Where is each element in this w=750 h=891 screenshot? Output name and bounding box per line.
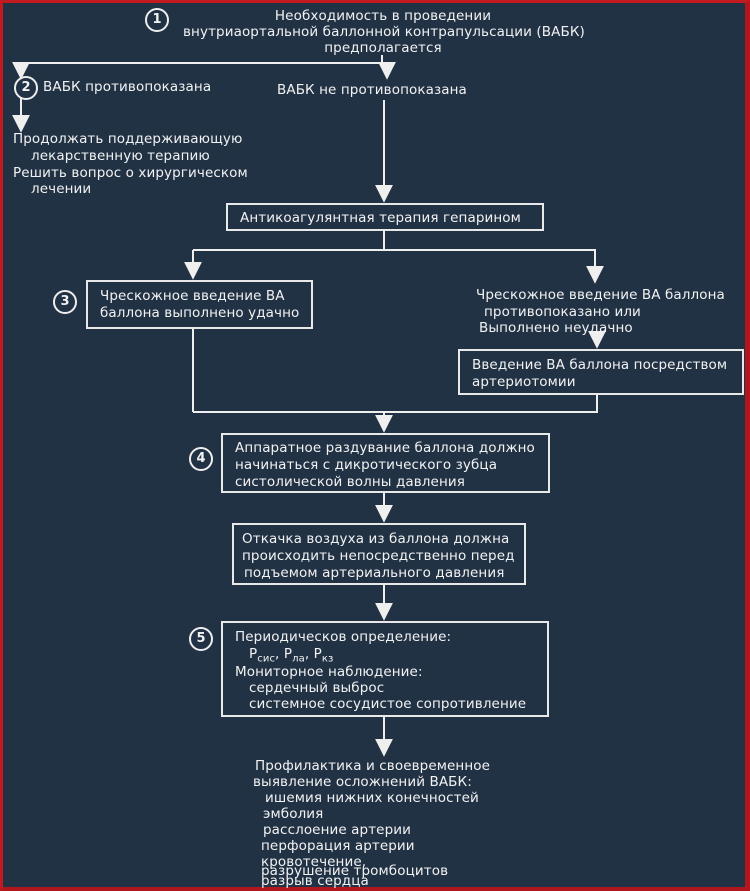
- prevention-line-1: Профилактика и своевременное: [255, 758, 491, 774]
- complication-item: расслоение артерии: [263, 822, 412, 838]
- complication-item: перфорация артерии: [261, 838, 415, 854]
- monitoring-line-5: системное сосудистое сопротивление: [249, 696, 527, 712]
- inflation-line-2: начинаться с дикротического зубца: [235, 457, 498, 473]
- perc-ok-line-1: Чрескожное введение ВА: [100, 288, 285, 304]
- continue-therapy-line-1: Продолжать поддерживающую: [13, 131, 243, 147]
- complication-item: эмболия: [263, 806, 324, 822]
- perc-ok-box: Чрескожное введение ВА баллона выполнено…: [86, 280, 313, 329]
- inflation-line-1: Аппаратное раздувание баллона должно: [235, 440, 535, 456]
- flowchart: 1 Необходимость в проведении внутриаорта…: [3, 3, 745, 889]
- arteriotomy-line-1: Введение ВА баллона посредством: [472, 357, 728, 373]
- monitoring-line-3: Мониторное наблюдение:: [235, 664, 423, 680]
- deflation-line-3: подъемом артериального давления: [244, 565, 505, 581]
- continue-therapy-line-2: лекарственную терапию: [31, 148, 210, 164]
- pressure-list: Pсис, Pла, Pкз: [249, 646, 334, 665]
- deflation-line-1: Откачка воздуха из баллона должна: [242, 531, 510, 547]
- inflation-box: Аппаратное раздувание баллона должно нач…: [221, 433, 550, 493]
- step-3-marker: 3: [53, 290, 77, 314]
- deflation-line-2: происходить непосредственно перед: [242, 548, 515, 564]
- monitoring-line-4: сердечный выброс: [249, 680, 385, 696]
- inflation-line-3: систолической волны давления: [235, 474, 465, 490]
- complication-item: разрыв сердца: [261, 873, 369, 889]
- complication-item: ишемия нижних конечностей: [265, 790, 479, 806]
- perc-ok-line-2: баллона выполнено удачно: [100, 305, 300, 321]
- top-line-2: внутриаортальной баллонной контрапульсац…: [183, 24, 585, 40]
- arteriotomy-line-2: артериотомии: [472, 374, 576, 390]
- deflation-box: Откачка воздуха из баллона должна происх…: [232, 523, 526, 585]
- contraindicated-title: ВАБК противопоказана: [43, 79, 212, 95]
- perc-fail-line-1: Чрескожное введение ВА баллона: [476, 287, 725, 303]
- complication-item: разрушение тромбоцитов: [261, 863, 449, 879]
- monitoring-box: Периодическов определение: Pсис, Pла, Pк…: [221, 621, 549, 717]
- top-line-1: Необходимость в проведении: [274, 8, 492, 24]
- prevention-line-2: выявление осложнений ВАБК:: [253, 774, 472, 790]
- not-contraindicated-title: ВАБК не противопоказана: [277, 82, 467, 98]
- surgery-line-2: лечении: [31, 181, 92, 197]
- arteriotomy-box: Введение ВА баллона посредством артериот…: [458, 349, 744, 395]
- heparin-box: Антикоагулянтная терапия гепарином: [226, 203, 544, 231]
- connector-lines: [12, 55, 606, 757]
- step-2-marker: 2: [14, 76, 38, 100]
- step-4-marker: 4: [189, 447, 213, 471]
- surgery-line-1: Решить вопрос о хирургическом: [13, 165, 248, 181]
- complication-item: кровотечение,: [261, 854, 367, 870]
- step-1-marker: 1: [145, 8, 169, 32]
- monitoring-line-1: Периодическов определение:: [235, 629, 452, 645]
- perc-fail-line-2: противопоказано или: [484, 304, 641, 320]
- heparin-text: Антикоагулянтная терапия гепарином: [240, 210, 521, 226]
- perc-fail-line-3: Выполнено неудачно: [479, 320, 633, 336]
- top-line-3: предполагается: [324, 40, 442, 56]
- step-5-marker: 5: [189, 627, 213, 651]
